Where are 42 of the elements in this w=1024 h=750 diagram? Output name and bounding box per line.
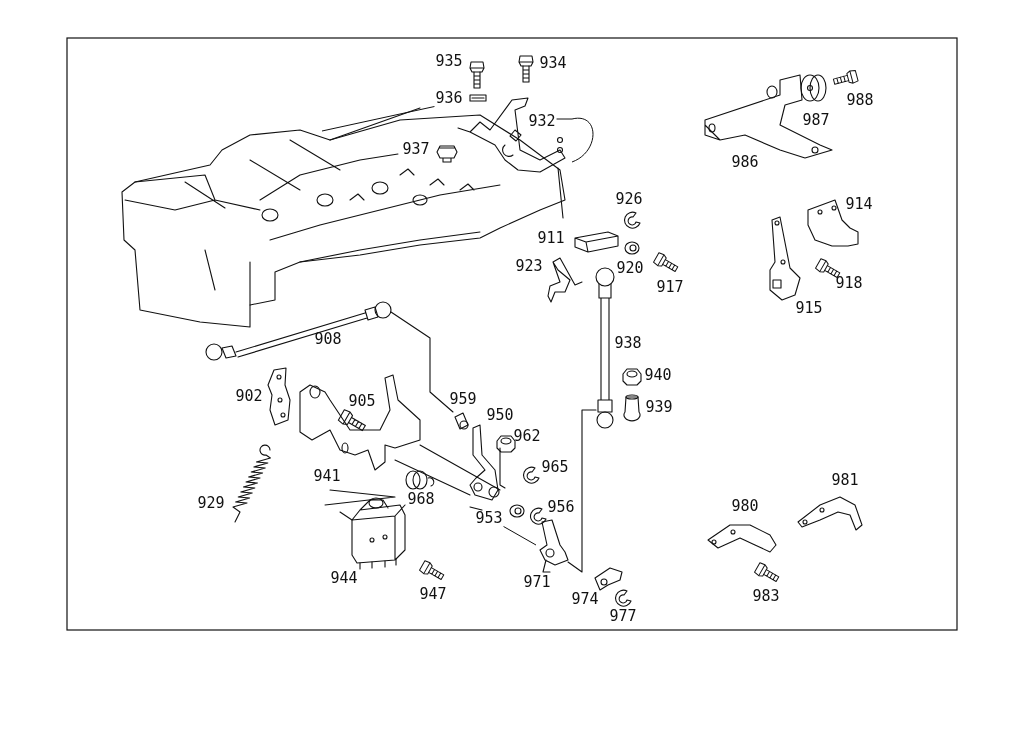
callout-number: 953 bbox=[475, 510, 503, 526]
callout-number: 983 bbox=[752, 588, 780, 604]
callout-number: 977 bbox=[609, 608, 637, 624]
callout-number: 959 bbox=[449, 391, 477, 407]
callout-number: 940 bbox=[644, 367, 672, 383]
callout-number: 905 bbox=[348, 393, 376, 409]
callout-number: 914 bbox=[845, 196, 873, 212]
callout-number: 917 bbox=[656, 279, 684, 295]
callout-number: 938 bbox=[614, 335, 642, 351]
leader-line bbox=[503, 526, 537, 546]
callout-number: 915 bbox=[795, 300, 823, 316]
callout-number: 920 bbox=[616, 260, 644, 276]
callout-number: 926 bbox=[615, 191, 643, 207]
callout-number: 956 bbox=[547, 499, 575, 515]
callout-number: 974 bbox=[571, 591, 599, 607]
callout-number: 944 bbox=[330, 570, 358, 586]
callout-number: 911 bbox=[537, 230, 565, 246]
callout-number: 902 bbox=[235, 388, 263, 404]
callout-number: 971 bbox=[523, 574, 551, 590]
callout-number: 987 bbox=[802, 112, 830, 128]
callout-number: 939 bbox=[645, 399, 673, 415]
leader-line bbox=[556, 117, 594, 163]
leader-line bbox=[321, 106, 435, 132]
callout-number: 950 bbox=[486, 407, 514, 423]
callout-number: 936 bbox=[435, 90, 463, 106]
callout-number: 941 bbox=[313, 468, 341, 484]
callout-number: 988 bbox=[846, 92, 874, 108]
callout-number: 986 bbox=[731, 154, 759, 170]
callout-number: 929 bbox=[197, 495, 225, 511]
callout-number: 934 bbox=[539, 55, 567, 71]
callout-number: 980 bbox=[731, 498, 759, 514]
callout-number: 932 bbox=[528, 113, 556, 129]
callout-number: 923 bbox=[515, 258, 543, 274]
callout-number: 937 bbox=[402, 141, 430, 157]
callout-number: 968 bbox=[407, 491, 435, 507]
callout-number: 908 bbox=[314, 331, 342, 347]
callout-number: 962 bbox=[513, 428, 541, 444]
callout-number: 935 bbox=[435, 53, 463, 69]
callout-number: 981 bbox=[831, 472, 859, 488]
callout-number: 947 bbox=[419, 586, 447, 602]
callout-number: 918 bbox=[835, 275, 863, 291]
callout-number: 965 bbox=[541, 459, 569, 475]
